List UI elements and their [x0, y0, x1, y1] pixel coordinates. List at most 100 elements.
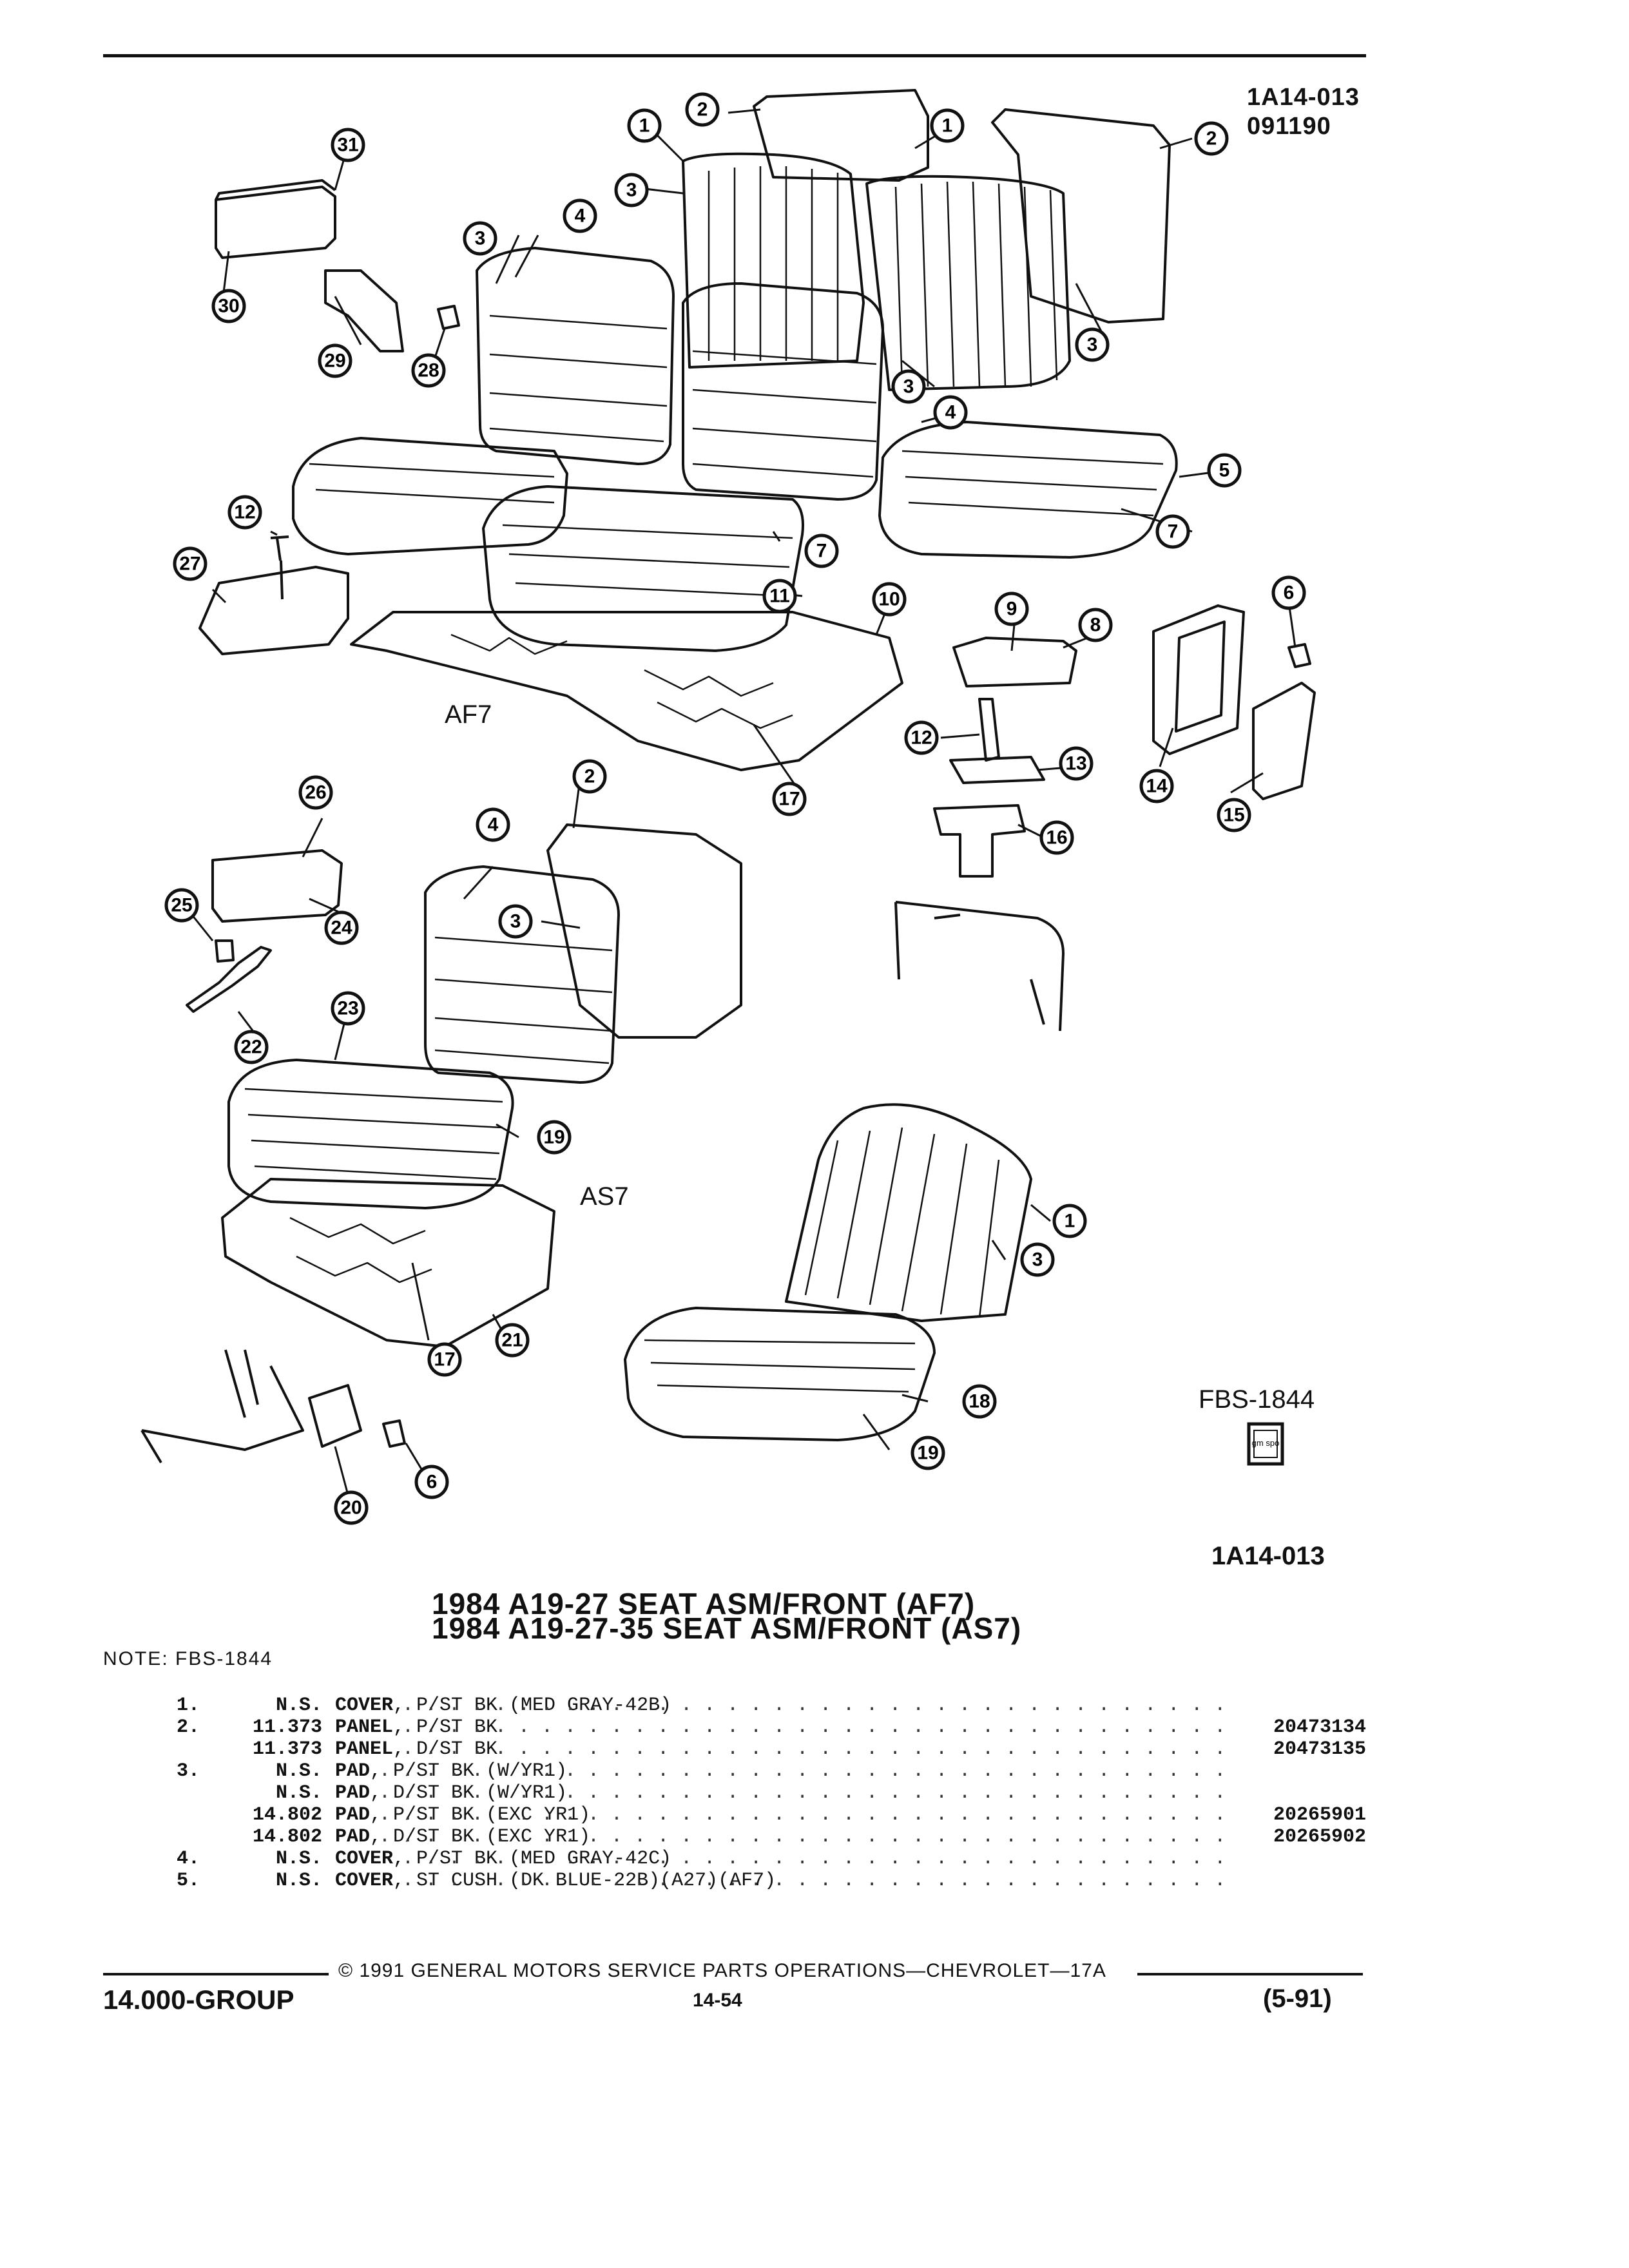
svg-text:3: 3	[510, 911, 521, 932]
callout-1-a: 1	[627, 108, 662, 143]
dot-leader: . . . . . . . . . . . . . . . . . . . . …	[402, 1848, 1224, 1870]
callout-5: 5	[1207, 453, 1242, 488]
svg-text:23: 23	[337, 998, 358, 1019]
bucket-seat-cushion	[624, 1307, 936, 1441]
svg-text:1: 1	[942, 115, 953, 137]
bracket-22	[186, 946, 272, 1013]
callout-1-c: 1	[1052, 1204, 1087, 1238]
svg-text:10: 10	[878, 589, 900, 610]
footer-page-number: 14-54	[693, 1990, 742, 2011]
seat-back-cover-right	[865, 175, 1071, 391]
svg-text:14: 14	[1146, 776, 1168, 797]
exploded-seat-diagram: AF7 AS7 FBS-1844 gm spo 1A14-013 1 1 1 2…	[140, 89, 1325, 1570]
door-panel	[894, 901, 1065, 1032]
footer-group: 14.000-GROUP	[103, 1984, 294, 2015]
bracket-20	[308, 1384, 362, 1448]
callout-19-a: 19	[537, 1120, 572, 1155]
svg-text:21: 21	[501, 1330, 523, 1351]
footer-rule-left	[103, 1973, 329, 1975]
bolt-25	[215, 939, 235, 963]
callout-2-a: 2	[685, 92, 720, 127]
callout-18: 18	[962, 1384, 997, 1419]
callout-12-b: 12	[904, 720, 939, 755]
seat-cushion-left	[292, 437, 568, 555]
svg-text:26: 26	[305, 782, 326, 803]
callout-21: 21	[495, 1323, 530, 1358]
dot-leader: . . . . . . . . . . . . . . . . . . . . …	[379, 1760, 1224, 1782]
callout-3-c: 3	[1075, 327, 1110, 362]
header-code: 1A14-013	[1247, 84, 1360, 111]
section-title-as7: 1984 A19-27-35 SEAT ASM/FRONT (AS7)	[432, 1611, 1022, 1645]
top-rule	[103, 54, 1366, 57]
seat-cushion-right	[878, 421, 1178, 559]
svg-text:16: 16	[1046, 827, 1067, 849]
screw-12-a	[270, 535, 289, 600]
svg-text:1: 1	[639, 115, 650, 137]
svg-text:3: 3	[903, 376, 914, 398]
svg-text:28: 28	[418, 360, 439, 381]
parts-row: 1.N.S. COVER , P/ST BK (MED GRAY-42B) . …	[155, 1695, 1379, 1716]
callouts: 1 1 1 2 2 2 3 3 3 3 3 3 3 4 4 4 5 6 6 7 …	[164, 92, 1306, 1525]
seat-back-frame-left	[753, 89, 929, 182]
seat-cushion-center	[482, 485, 804, 652]
callout-3-d: 3	[891, 369, 926, 404]
callout-17-a: 17	[772, 782, 807, 816]
svg-text:7: 7	[816, 541, 827, 562]
bucket-seat-back	[785, 1103, 1032, 1322]
callout-3-b: 3	[463, 221, 497, 256]
label-as7: AS7	[580, 1182, 629, 1211]
plate-13	[949, 756, 1045, 784]
dot-leader: . . . . . . . . . . . . . . . . . . . . …	[379, 1782, 1224, 1804]
svg-text:5: 5	[1219, 460, 1230, 481]
header-date-code: 091190	[1247, 113, 1331, 140]
parts-row: 4.N.S. COVER , P/ST BK (MED GRAY-42C) . …	[155, 1848, 1379, 1870]
parts-row: 14.802 PAD , P/ST BK (EXC YR1)20265901 .…	[252, 1804, 1366, 1826]
callout-11: 11	[762, 579, 797, 613]
footer-date: (5-91)	[1263, 1984, 1332, 2013]
svg-text:gm spo: gm spo	[1252, 1438, 1280, 1448]
callout-12-a: 12	[227, 495, 262, 530]
release-handle-15	[1252, 682, 1316, 800]
bracket-29	[324, 269, 404, 352]
callout-27: 27	[173, 546, 207, 581]
callout-17-b: 17	[427, 1342, 462, 1377]
dot-leader: . . . . . . . . . . . . . . . . . . . . …	[379, 1804, 1224, 1826]
seat-base-frame	[350, 611, 903, 771]
svg-text:9: 9	[1007, 599, 1017, 620]
svg-text:22: 22	[240, 1037, 262, 1058]
seat-cushion-as7	[227, 1059, 514, 1209]
callout-13: 13	[1059, 746, 1094, 781]
svg-text:31: 31	[337, 135, 358, 156]
callout-31: 31	[331, 128, 365, 162]
callout-15: 15	[1217, 798, 1251, 832]
dot-leader: . . . . . . . . . . . . . . . . . . . . …	[379, 1826, 1224, 1848]
callout-1-b: 1	[930, 108, 965, 143]
svg-text:8: 8	[1090, 615, 1101, 636]
label-af7: AF7	[445, 700, 492, 729]
dot-leader: . . . . . . . . . . . . . . . . . . . . …	[402, 1738, 1224, 1760]
callout-28: 28	[411, 353, 446, 388]
callout-29: 29	[318, 343, 352, 378]
seat-back-cover-left	[682, 152, 865, 369]
gm-spo-logo: gm spo	[1247, 1422, 1284, 1466]
bolt-28	[437, 305, 460, 330]
dot-leader: . . . . . . . . . . . . . . . . . . . . …	[402, 1695, 1224, 1716]
svg-text:12: 12	[234, 502, 255, 523]
callout-16: 16	[1039, 820, 1074, 855]
parts-row: 5.N.S. COVER , ST CUSH (DK BLUE-22B)(A27…	[155, 1870, 1379, 1892]
floor-pan	[140, 1349, 304, 1464]
seat-back-frame-right	[991, 108, 1171, 323]
svg-text:11: 11	[769, 586, 790, 607]
callout-6-a: 6	[1271, 575, 1306, 610]
svg-text:30: 30	[218, 296, 239, 317]
svg-text:2: 2	[584, 766, 595, 787]
svg-text:4: 4	[945, 402, 956, 423]
seat-back-front-center	[682, 282, 884, 501]
parts-row: N.S. PAD , D/ST BK (W/YR1) . . . . . . .…	[155, 1782, 1379, 1804]
note: NOTE: FBS-1844	[103, 1648, 273, 1669]
callout-3-a: 3	[614, 173, 649, 207]
callout-26: 26	[298, 775, 333, 810]
callout-23: 23	[331, 991, 365, 1026]
parts-row: 14.802 PAD , D/ST BK (EXC YR1)20265902 .…	[252, 1826, 1366, 1848]
svg-text:13: 13	[1065, 753, 1086, 774]
